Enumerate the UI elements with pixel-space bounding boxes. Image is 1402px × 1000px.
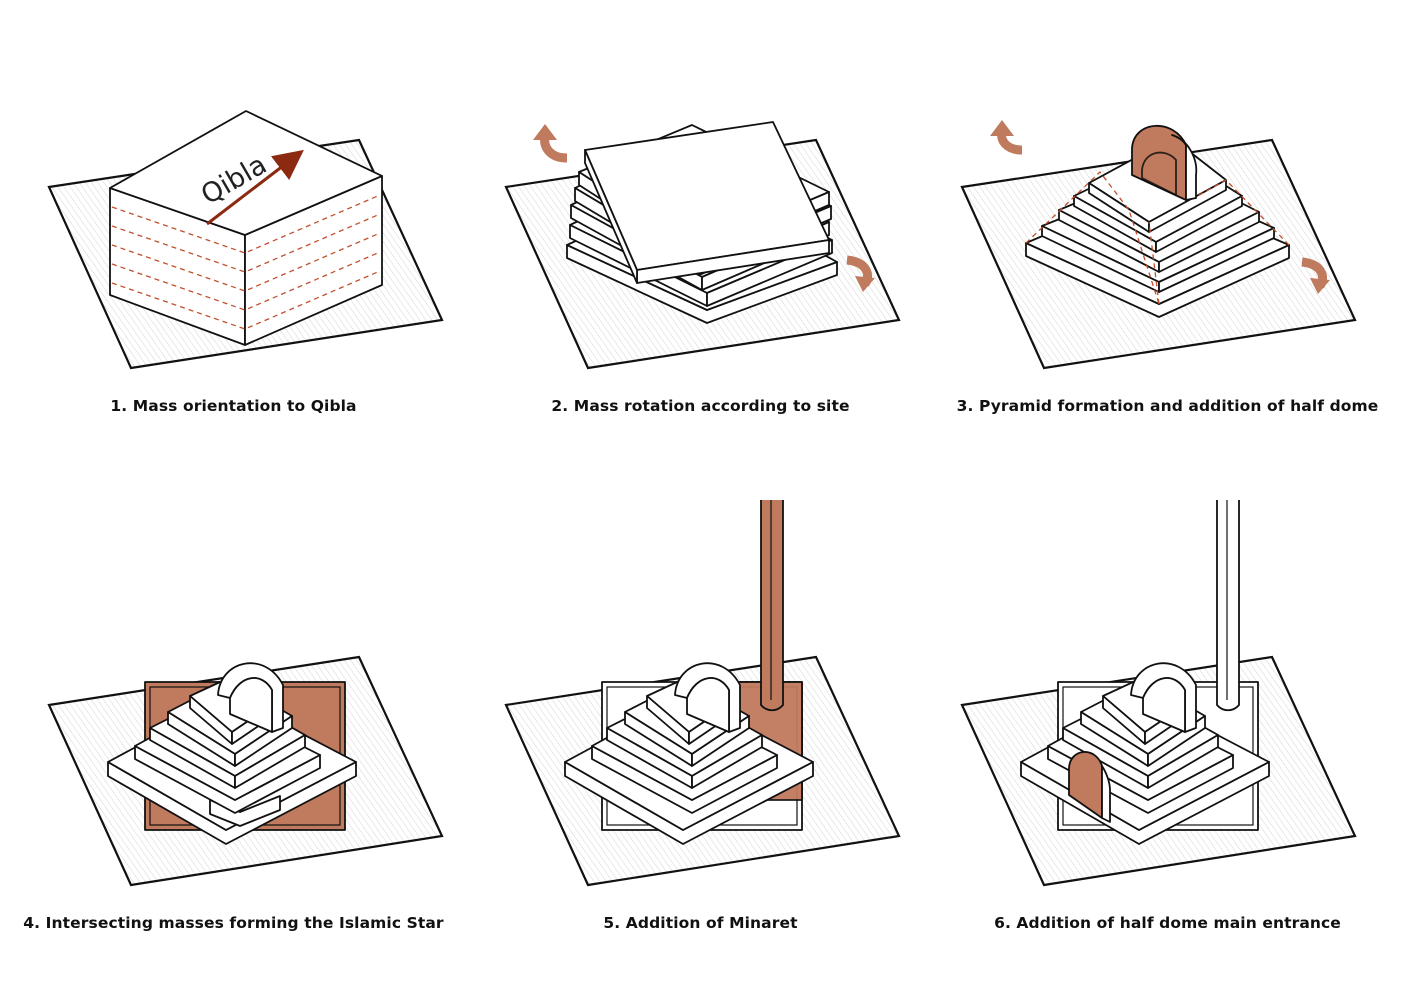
pyramid-dashed-edges xyxy=(1025,171,1290,305)
panel-4: 4. Intersecting masses forming the Islam… xyxy=(0,500,467,1000)
half-dome xyxy=(217,662,284,733)
diagram-mass-rotation xyxy=(504,121,901,370)
caption-1: 1. Mass orientation to Qibla xyxy=(110,397,357,415)
entrance-half-dome xyxy=(1068,751,1111,823)
caption-6: 6. Addition of half dome main entrance xyxy=(994,914,1341,932)
diagram-main-entrance xyxy=(960,500,1357,887)
panel-2: 2. Mass rotation according to site xyxy=(467,0,934,500)
half-dome xyxy=(1131,124,1198,201)
panel-5: 5. Addition of Minaret xyxy=(467,500,934,1000)
diagram-islamic-star xyxy=(47,655,444,887)
stacked-slabs xyxy=(566,121,838,324)
rotate-arrow-cw-head-icon xyxy=(1310,278,1330,294)
half-dome xyxy=(1130,662,1197,733)
minaret xyxy=(760,500,784,712)
panel-3: 3. Pyramid formation and addition of hal… xyxy=(934,0,1401,500)
panel-6: 6. Addition of half dome main entrance xyxy=(934,500,1401,1000)
diagram-mass-orientation: Qibla xyxy=(47,110,444,370)
rotate-arrow-cw-head-icon xyxy=(855,276,875,292)
minaret xyxy=(1216,500,1240,712)
floor-lines xyxy=(111,194,381,330)
caption-2: 2. Mass rotation according to site xyxy=(551,397,850,415)
rotate-arrow-ccw-head-icon xyxy=(990,120,1014,136)
caption-5: 5. Addition of Minaret xyxy=(603,914,798,932)
panel-1: Qibla 1. Mass orientation to Qibla xyxy=(0,0,467,500)
diagram-pyramid-half-dome xyxy=(960,120,1357,370)
half-dome xyxy=(674,662,741,733)
mass-top-face xyxy=(109,110,383,236)
pyramid-steps xyxy=(134,669,321,814)
rotate-arrow-ccw-head-icon xyxy=(533,124,557,140)
diagram-minaret xyxy=(504,500,901,887)
qibla-arrow xyxy=(206,149,304,226)
caption-3: 3. Pyramid formation and addition of hal… xyxy=(956,397,1379,415)
caption-4: 4. Intersecting masses forming the Islam… xyxy=(23,914,444,932)
